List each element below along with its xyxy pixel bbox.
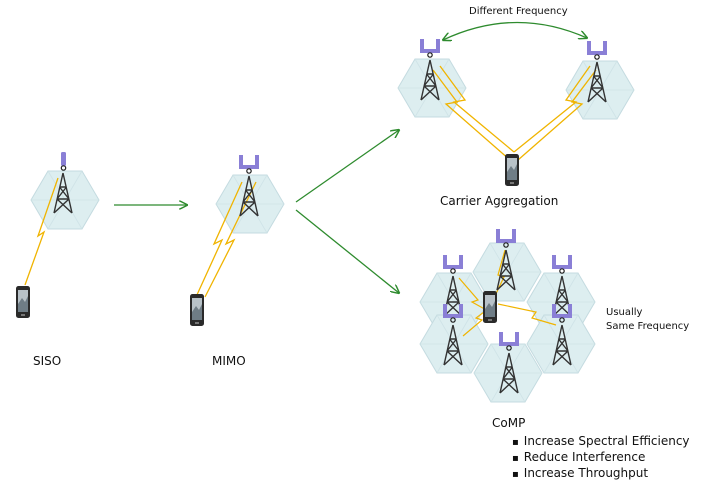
ca-signal-right-1	[517, 69, 597, 161]
comp-benefit-item: Increase Spectral Efficiency	[512, 433, 690, 449]
siso-signal	[24, 177, 59, 286]
mimo-phone-icon	[190, 294, 204, 326]
siso-phone-icon	[16, 286, 30, 318]
mimo-cell	[215, 174, 285, 234]
mimo-to-comp-arrow	[295, 209, 399, 293]
comp-antenna-upper-left-icon	[443, 253, 463, 276]
ca-phone-icon	[505, 154, 519, 186]
comp-signal-1	[458, 277, 491, 313]
siso-antenna-icon	[60, 151, 67, 171]
mimo-group	[190, 153, 285, 326]
different-frequency-arrow	[443, 21, 587, 40]
ca-group	[397, 21, 635, 186]
ca-signal-left-2	[439, 65, 515, 153]
ca-signal-left-1	[432, 69, 511, 161]
ca-antenna-right-icon	[587, 39, 607, 62]
mimo-antenna-icon	[239, 153, 259, 176]
siso-group	[16, 151, 100, 318]
different-frequency-label: Different Frequency	[469, 6, 568, 17]
comp-signal-4	[497, 303, 557, 326]
usually-label: Usually	[606, 307, 643, 318]
carrier-aggregation-label: Carrier Aggregation	[440, 194, 559, 208]
ca-signal-right-2	[513, 65, 591, 153]
comp-benefits-list: Increase Spectral Efficiency Reduce Inte…	[512, 433, 690, 481]
mimo-label: MIMO	[212, 354, 246, 368]
comp-label: CoMP	[492, 416, 526, 430]
mimo-signal-1	[195, 181, 243, 298]
comp-group	[419, 227, 596, 403]
siso-label: SISO	[33, 354, 62, 368]
same-frequency-label: Same Frequency	[606, 321, 690, 332]
comp-benefit-item: Reduce Interference	[512, 449, 690, 465]
ca-antenna-left-icon	[420, 37, 440, 60]
mimo-to-ca-arrow	[295, 130, 399, 203]
comp-benefit-item: Increase Throughput	[512, 465, 690, 481]
comp-antenna-upper-right-icon	[552, 253, 572, 276]
comp-phone-icon	[483, 291, 497, 323]
